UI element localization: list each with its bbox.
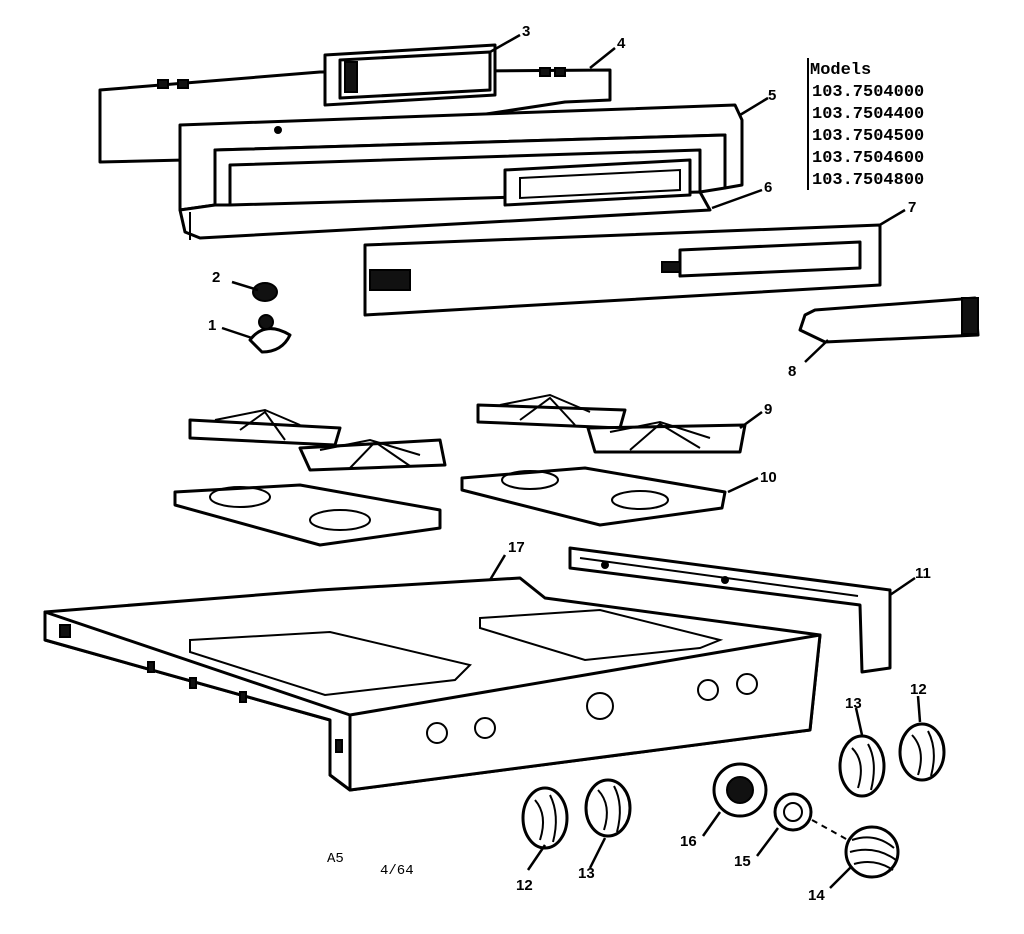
model-number: 103.7504500 bbox=[812, 127, 924, 146]
callout-5: 5 bbox=[768, 87, 776, 104]
part-14-knob bbox=[844, 825, 900, 879]
callout-16: 16 bbox=[680, 833, 697, 850]
part-13-knob-right bbox=[838, 734, 886, 798]
part-13-knob-left bbox=[584, 778, 632, 838]
model-number: 103.7504000 bbox=[812, 83, 924, 102]
part-17-cooktop bbox=[43, 576, 822, 792]
model-number: 103.7504800 bbox=[812, 171, 924, 190]
callout-10: 10 bbox=[760, 469, 777, 486]
part-2-plug bbox=[252, 282, 278, 302]
part-5-backguard bbox=[178, 103, 744, 240]
callout-13-right: 13 bbox=[845, 695, 862, 712]
part-9-grates bbox=[188, 393, 747, 472]
callout-11: 11 bbox=[915, 565, 931, 582]
part-3-clock-housing bbox=[323, 43, 497, 107]
callout-17: 17 bbox=[508, 539, 525, 556]
callout-12-right: 12 bbox=[910, 681, 927, 698]
callout-8: 8 bbox=[788, 363, 796, 380]
callout-4: 4 bbox=[617, 35, 626, 52]
models-list: Models 103.7504000 103.7504400 103.75045… bbox=[807, 58, 924, 190]
part-12-knob-right bbox=[898, 722, 946, 782]
models-header: Models bbox=[810, 61, 871, 80]
callout-3: 3 bbox=[522, 23, 530, 40]
callout-1: 1 bbox=[208, 317, 216, 334]
footer-code: A5 bbox=[327, 851, 344, 867]
callout-13-left: 13 bbox=[578, 865, 595, 882]
callout-15: 15 bbox=[734, 853, 751, 870]
part-15-ring bbox=[773, 792, 813, 832]
callout-14: 14 bbox=[808, 887, 825, 904]
callout-numbers: 3 4 5 6 7 2 1 8 9 10 17 11 13 12 12 13 1… bbox=[208, 23, 931, 904]
callout-9: 9 bbox=[764, 401, 772, 418]
model-number: 103.7504600 bbox=[812, 149, 924, 168]
part-12-knob-left bbox=[521, 786, 569, 850]
callout-2: 2 bbox=[212, 269, 220, 286]
leader-lines bbox=[221, 33, 922, 889]
part-11-side-rail bbox=[568, 546, 892, 674]
callout-7: 7 bbox=[908, 199, 916, 216]
callout-6: 6 bbox=[764, 179, 772, 196]
model-number: 103.7504400 bbox=[812, 105, 924, 124]
part-16-bezel bbox=[712, 762, 768, 818]
part-7-control-panel bbox=[363, 223, 882, 317]
part-1-fitting bbox=[248, 314, 292, 354]
part-8-bracket bbox=[798, 296, 980, 344]
part-10-burner-trays bbox=[173, 466, 727, 547]
callout-12-left: 12 bbox=[516, 877, 533, 894]
footer-date: 4/64 bbox=[380, 863, 414, 879]
